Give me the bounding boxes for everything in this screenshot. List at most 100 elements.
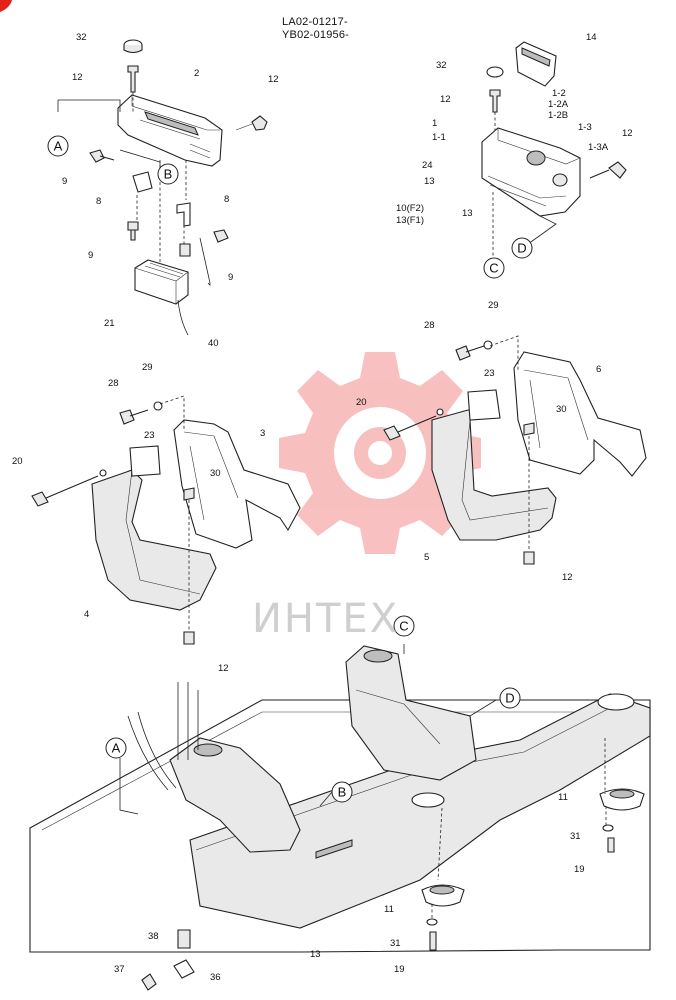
screw-9-right-b <box>179 243 191 257</box>
screw-12-right-low <box>523 551 535 565</box>
reference-circle-b: B <box>331 781 353 803</box>
part-number-label: 13(F1) <box>396 215 424 226</box>
console-cover-right-assembly <box>481 41 627 258</box>
plate-23-right <box>467 389 501 421</box>
bolt-20-left <box>31 475 99 507</box>
reference-circle-outline <box>393 615 415 637</box>
part-number-label: 24 <box>422 160 433 171</box>
corner-mark <box>0 0 12 12</box>
part-number-label: 8 <box>224 194 229 205</box>
mount-11-center-top <box>429 885 455 895</box>
bracket-8-left <box>132 171 153 193</box>
connector-21-pins <box>144 262 184 278</box>
part-number-label: 38 <box>148 931 159 942</box>
lever-rods <box>177 682 199 760</box>
watermark-text: ИНТЕХ <box>252 596 400 642</box>
reference-circle-letter: C <box>399 619 408 634</box>
part-number-label: 8 <box>96 196 101 207</box>
part-number-label: 6 <box>596 364 601 375</box>
washer-20-right <box>436 408 444 416</box>
reference-circle-letter: C <box>489 261 498 276</box>
side-cover-6-inner <box>523 369 589 449</box>
switch-panel-1 <box>481 127 581 217</box>
side-cover-left-assembly <box>31 395 301 645</box>
reference-circle-outline <box>499 687 521 709</box>
part-number-label: 1-2 <box>552 88 566 99</box>
side-cover-right-assembly <box>383 335 647 565</box>
part-number-label: 12 <box>72 72 83 83</box>
part-number-label: 28 <box>424 320 435 331</box>
screw-9-left-top <box>89 149 115 163</box>
reference-circle-letter: A <box>54 139 63 154</box>
bolt-19-center <box>429 931 437 951</box>
dashed-guides-right <box>492 112 496 258</box>
washer-31-center <box>426 918 438 926</box>
washer-20-left <box>99 469 107 477</box>
reference-circle-letter: D <box>517 241 526 256</box>
reference-circle-letter: B <box>164 167 173 182</box>
reference-circle-outline <box>105 737 127 759</box>
washer-29-left <box>153 401 163 411</box>
cab-frame-assembly <box>29 644 651 991</box>
ref-D-guide <box>527 215 557 245</box>
part-number-label: 9 <box>62 176 67 187</box>
ref-lines-frame <box>119 644 497 815</box>
reference-circle-outline <box>157 163 179 185</box>
key-switch-1-2 <box>526 150 546 166</box>
part-number-label: 32 <box>436 60 447 71</box>
console-cover-2 <box>117 94 223 167</box>
steering-column-hole <box>193 743 223 757</box>
watermark-gear-center <box>368 441 392 465</box>
part-number-label: 40 <box>208 338 219 349</box>
part-number-label: 4 <box>84 609 89 620</box>
dashed-guides-left <box>132 92 187 262</box>
part-number-label: 11 <box>384 904 394 915</box>
reference-circle-letter: A <box>112 741 121 756</box>
harness-40 <box>177 299 189 336</box>
part-number-label: 19 <box>574 864 585 875</box>
clamp-36 <box>173 959 195 979</box>
steering-console-frame <box>169 737 301 853</box>
part-number-label: 13 <box>462 208 473 219</box>
screw-12-left-low <box>183 631 195 645</box>
part-number-label: 37 <box>114 964 125 975</box>
cap-32-right <box>486 66 504 78</box>
side-cover-4 <box>91 469 217 611</box>
reference-circle-letter: D <box>505 691 514 706</box>
part-number-label: 20 <box>356 397 367 408</box>
bracket-8-right <box>176 202 191 227</box>
reference-circle-outline <box>47 135 69 157</box>
reference-circle-a: A <box>47 135 69 157</box>
watermark-gear-logo <box>279 352 481 554</box>
screw-9-right-a <box>213 229 229 243</box>
part-number-label: 3 <box>260 428 265 439</box>
part-number-label: 5 <box>424 552 429 563</box>
washer-29-right <box>483 340 493 350</box>
reference-circle-c: C <box>393 615 415 637</box>
dashed-guides-frame <box>431 738 607 920</box>
floor-plate-inner-edge <box>41 711 640 831</box>
clip-38 <box>177 929 191 949</box>
screw-12-cover-right <box>251 115 268 131</box>
reference-circle-b: B <box>157 163 179 185</box>
part-number-label: 12 <box>562 572 573 583</box>
part-number-label: 1-1 <box>432 132 446 143</box>
part-number-label: 12 <box>268 74 279 85</box>
serial-range-line-2: YB02-01956- <box>282 29 350 41</box>
connector-21-edge <box>134 267 189 304</box>
side-cover-6 <box>513 351 647 477</box>
switch-panel-front <box>487 175 567 207</box>
part-number-label: 1-3 <box>578 122 592 133</box>
tower-frame-hole <box>363 649 393 663</box>
part-number-label: 36 <box>210 972 221 983</box>
washer-31-right <box>602 824 614 832</box>
reference-circle-letter: B <box>338 785 347 800</box>
bolt-28-right <box>455 345 485 361</box>
reference-circle-c: C <box>483 257 505 279</box>
side-cover-5-fold <box>461 419 549 521</box>
part-number-label: 20 <box>12 456 23 467</box>
cover-14-opening <box>521 47 551 67</box>
part-number-label: 2 <box>194 68 199 79</box>
console-cover-left-assembly <box>57 39 268 336</box>
mount-hole-center <box>411 792 445 808</box>
